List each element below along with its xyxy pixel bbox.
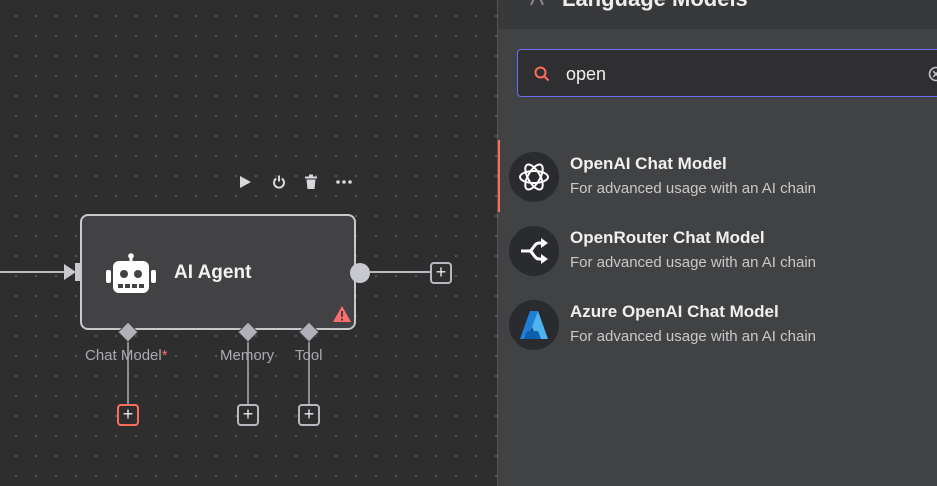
- add-chat-model-button[interactable]: +: [117, 404, 139, 426]
- play-icon[interactable]: [238, 174, 252, 190]
- language-model-icon: [530, 0, 544, 6]
- connection-lines: [0, 263, 430, 404]
- add-tool-button[interactable]: +: [298, 404, 320, 426]
- azure-icon: [509, 300, 559, 350]
- result-azure-openai-chat-model[interactable]: Azure OpenAI Chat Model For advanced usa…: [498, 286, 937, 358]
- panel-title: Language Models: [562, 0, 748, 12]
- search-box[interactable]: [517, 49, 937, 97]
- result-title: Azure OpenAI Chat Model: [570, 302, 779, 321]
- memory-label: Memory: [220, 347, 275, 364]
- clear-search-icon[interactable]: [928, 66, 937, 82]
- node-title: AI Agent: [174, 262, 252, 283]
- openrouter-icon: [509, 226, 559, 276]
- memory-handle[interactable]: [236, 320, 260, 344]
- result-description: For advanced usage with an AI chain: [570, 328, 816, 345]
- tool-label: Tool: [295, 347, 323, 364]
- trash-icon[interactable]: [304, 174, 318, 190]
- ai-agent-node[interactable]: AI Agent: [80, 214, 356, 330]
- tool-handle[interactable]: [297, 320, 321, 344]
- result-openai-chat-model[interactable]: OpenAI Chat Model For advanced usage wit…: [498, 138, 937, 212]
- panel-header: Language Models: [498, 0, 937, 29]
- chat-model-label: Chat Model*: [85, 347, 168, 364]
- result-openrouter-chat-model[interactable]: OpenRouter Chat Model For advanced usage…: [498, 212, 937, 284]
- output-handle[interactable]: [349, 262, 371, 284]
- result-title: OpenRouter Chat Model: [570, 228, 765, 247]
- node-creator-panel: Language Models OpenAI Chat Model For ad: [497, 0, 937, 486]
- power-icon[interactable]: [272, 174, 286, 190]
- openai-icon: [509, 152, 559, 202]
- result-description: For advanced usage with an AI chain: [570, 180, 816, 197]
- add-next-node-button[interactable]: +: [430, 262, 452, 284]
- robot-icon: [106, 253, 156, 293]
- search-input[interactable]: [564, 58, 908, 90]
- required-marker: *: [161, 347, 168, 364]
- more-icon[interactable]: [336, 180, 352, 184]
- workflow-canvas[interactable]: AI Agent + Chat Model* Memory Tool + + +: [0, 0, 497, 486]
- add-memory-button[interactable]: +: [237, 404, 259, 426]
- search-icon: [534, 66, 550, 82]
- result-title: OpenAI Chat Model: [570, 154, 727, 173]
- chat-model-handle[interactable]: [116, 320, 140, 344]
- warning-icon[interactable]: [332, 305, 352, 323]
- result-description: For advanced usage with an AI chain: [570, 254, 816, 271]
